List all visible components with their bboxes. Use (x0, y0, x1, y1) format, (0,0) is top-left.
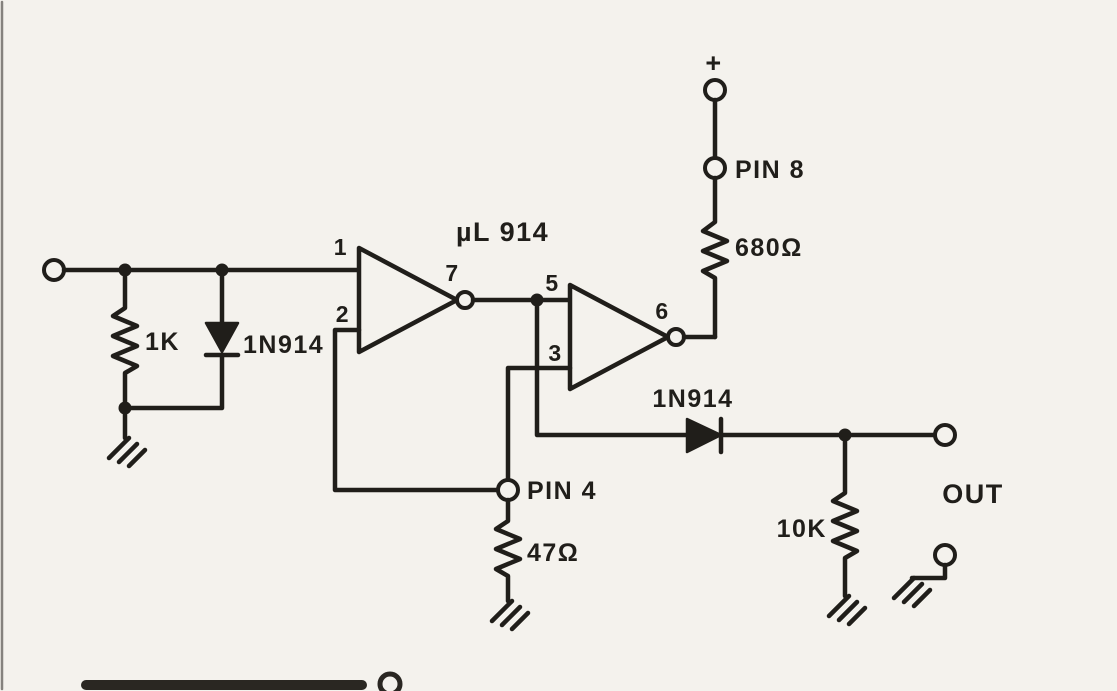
ic-label: µL 914 (456, 217, 549, 247)
ground-symbol (829, 596, 865, 624)
pin4-terminal (496, 478, 520, 502)
gate-a-pin7-label: 7 (445, 260, 458, 286)
resistor-680-label: 680Ω (735, 234, 803, 262)
pin8-label: PIN 8 (735, 156, 805, 184)
ground-symbol (109, 438, 145, 466)
diode-output-label: 1N914 (652, 385, 733, 413)
vplus-label: + (705, 48, 722, 78)
gate-a-inversion-bubble (455, 290, 475, 310)
junction-dot (118, 263, 132, 277)
junction-dot (215, 263, 229, 277)
gate-a-pin2-label: 2 (336, 301, 349, 327)
ground-symbol (894, 578, 930, 606)
scan-artifact-bottom (81, 671, 403, 691)
gate-b-pin5-label: 5 (545, 270, 558, 296)
resistor-1k-label: 1K (145, 328, 180, 356)
gate-a-triangle (356, 245, 460, 355)
input-terminal (42, 258, 66, 282)
diode-1n914-output (685, 416, 724, 455)
vplus-terminal (703, 78, 727, 102)
resistor-1k (110, 267, 140, 441)
gate-a-pin1-label: 1 (334, 234, 347, 260)
junction-dot (530, 293, 544, 307)
junction-dot (838, 428, 852, 442)
out-label: OUT (942, 479, 1004, 509)
output-feed-wire (534, 297, 690, 438)
gate-b-inversion-bubble (666, 327, 686, 347)
pin8-terminal (703, 156, 727, 180)
gate-b-pin6-label: 6 (655, 298, 668, 324)
diode-body (685, 417, 723, 454)
gate-b-triangle (567, 282, 671, 392)
resistor-47-label: 47Ω (527, 539, 579, 567)
pin3-wire (505, 365, 573, 483)
output-return-terminal (933, 543, 957, 567)
diode-body (204, 321, 240, 354)
resistor-680 (700, 175, 730, 340)
output-terminal (933, 423, 957, 447)
resistor-10k (830, 432, 860, 599)
junction-dot (118, 401, 132, 415)
gate-b-pin3-label: 3 (548, 340, 561, 366)
resistor-47 (493, 497, 523, 604)
output-return-wire (909, 562, 948, 581)
pin2-wire (332, 327, 501, 493)
resistor-10k-label: 10K (777, 515, 827, 543)
ground-symbol (492, 601, 528, 629)
diode-input-label: 1N914 (243, 331, 324, 359)
pin4-label: PIN 4 (527, 477, 597, 505)
diode-1n914-input (122, 267, 241, 411)
